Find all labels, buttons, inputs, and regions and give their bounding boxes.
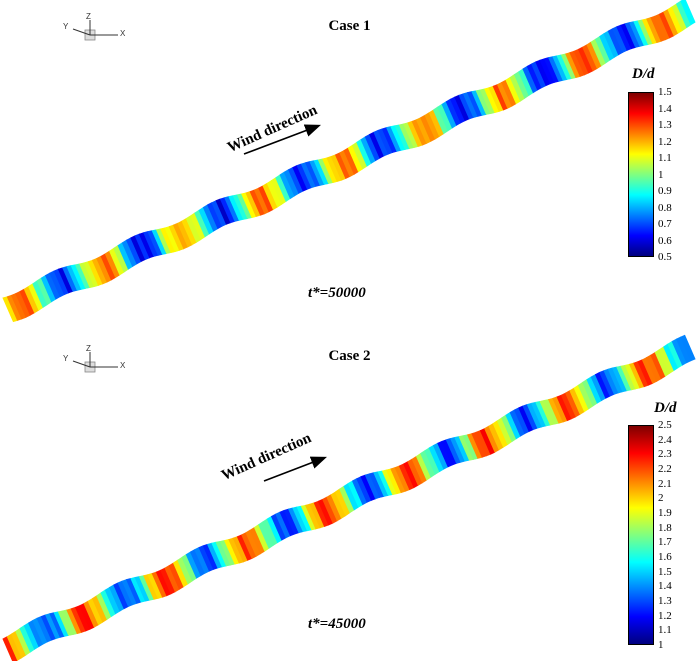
axis-triad-graphic	[72, 20, 118, 41]
axis-z-label: Z	[86, 12, 91, 21]
colorbar-tick-label: 1	[658, 639, 664, 651]
axis-triad-graphic	[72, 352, 118, 373]
colorbar-tick-label: 1.7	[658, 536, 672, 549]
colorbar	[628, 92, 654, 257]
colorbar-tick-label: 1.4	[658, 580, 672, 593]
colorbar-tick-label: 1.3	[658, 119, 672, 131]
axis-x-label: X	[120, 361, 126, 370]
colorbar-tick-label: 1.1	[658, 624, 672, 637]
colorbar-tick-label: 1	[658, 168, 664, 181]
colorbar-tick-label: 1.5	[658, 565, 672, 578]
colorbar-tick-label: 2.4	[658, 433, 672, 446]
colorbar-tick-label: 0.6	[658, 234, 672, 247]
surface-ribbon	[2, 0, 696, 323]
colorbar-tick-label: 1.9	[658, 507, 672, 519]
colorbar-gradient	[628, 425, 654, 645]
axis-z-label: Z	[86, 344, 91, 353]
colorbar-tick-label: 2	[658, 492, 664, 505]
colorbar-tick-label: 0.9	[658, 185, 672, 197]
colorbar-gradient	[628, 92, 654, 257]
axis-triad-icon: Z X Y	[58, 12, 138, 52]
colorbar-tick-label: 2.5	[658, 419, 672, 431]
case-2-panel: Z X Y Case 2 Wind direction t*=45000 D/d…	[0, 330, 699, 661]
time-label: t*=45000	[308, 616, 366, 632]
colorbar-tick-label: 1.6	[658, 551, 672, 563]
ribbon-segment	[680, 334, 696, 362]
wind-arrow-icon	[263, 456, 327, 482]
colorbar-tick-label: 1.5	[658, 86, 672, 98]
case-title: Case 1	[328, 18, 371, 34]
colorbar-title: D/d	[632, 66, 655, 82]
colorbar-tick-label: 1.3	[658, 595, 672, 607]
colorbar-tick-label: 1.4	[658, 102, 672, 115]
colorbar-tick-label: 0.5	[658, 251, 672, 263]
colorbar-tick-label: 0.8	[658, 201, 672, 214]
case-title: Case 2	[328, 348, 371, 364]
colorbar-tick-label: 1.2	[658, 609, 672, 622]
colorbar-tick-label: 2.3	[658, 448, 672, 461]
colorbar	[628, 425, 654, 645]
time-label: t*=50000	[308, 285, 366, 301]
axis-y-label: Y	[63, 354, 69, 363]
colorbar-tick-label: 1.2	[658, 135, 672, 148]
colorbar-tick-label: 2.1	[658, 477, 672, 490]
ribbon-segment	[680, 0, 696, 26]
colorbar-tick-label: 1.1	[658, 152, 672, 164]
colorbar-tick-label: 1.8	[658, 521, 672, 534]
colorbar-title: D/d	[654, 400, 677, 416]
wind-arrow-icon	[243, 124, 321, 155]
axis-triad-icon: Z X Y	[58, 344, 138, 384]
axis-x-label: X	[120, 29, 126, 38]
axis-y-label: Y	[63, 22, 69, 31]
colorbar-tick-label: 0.7	[658, 218, 672, 230]
case-1-panel: Z X Y Case 1 Wind direction t*=50000 D/d…	[0, 0, 699, 330]
surface-ribbon	[2, 334, 696, 661]
colorbar-tick-label: 2.2	[658, 463, 672, 475]
